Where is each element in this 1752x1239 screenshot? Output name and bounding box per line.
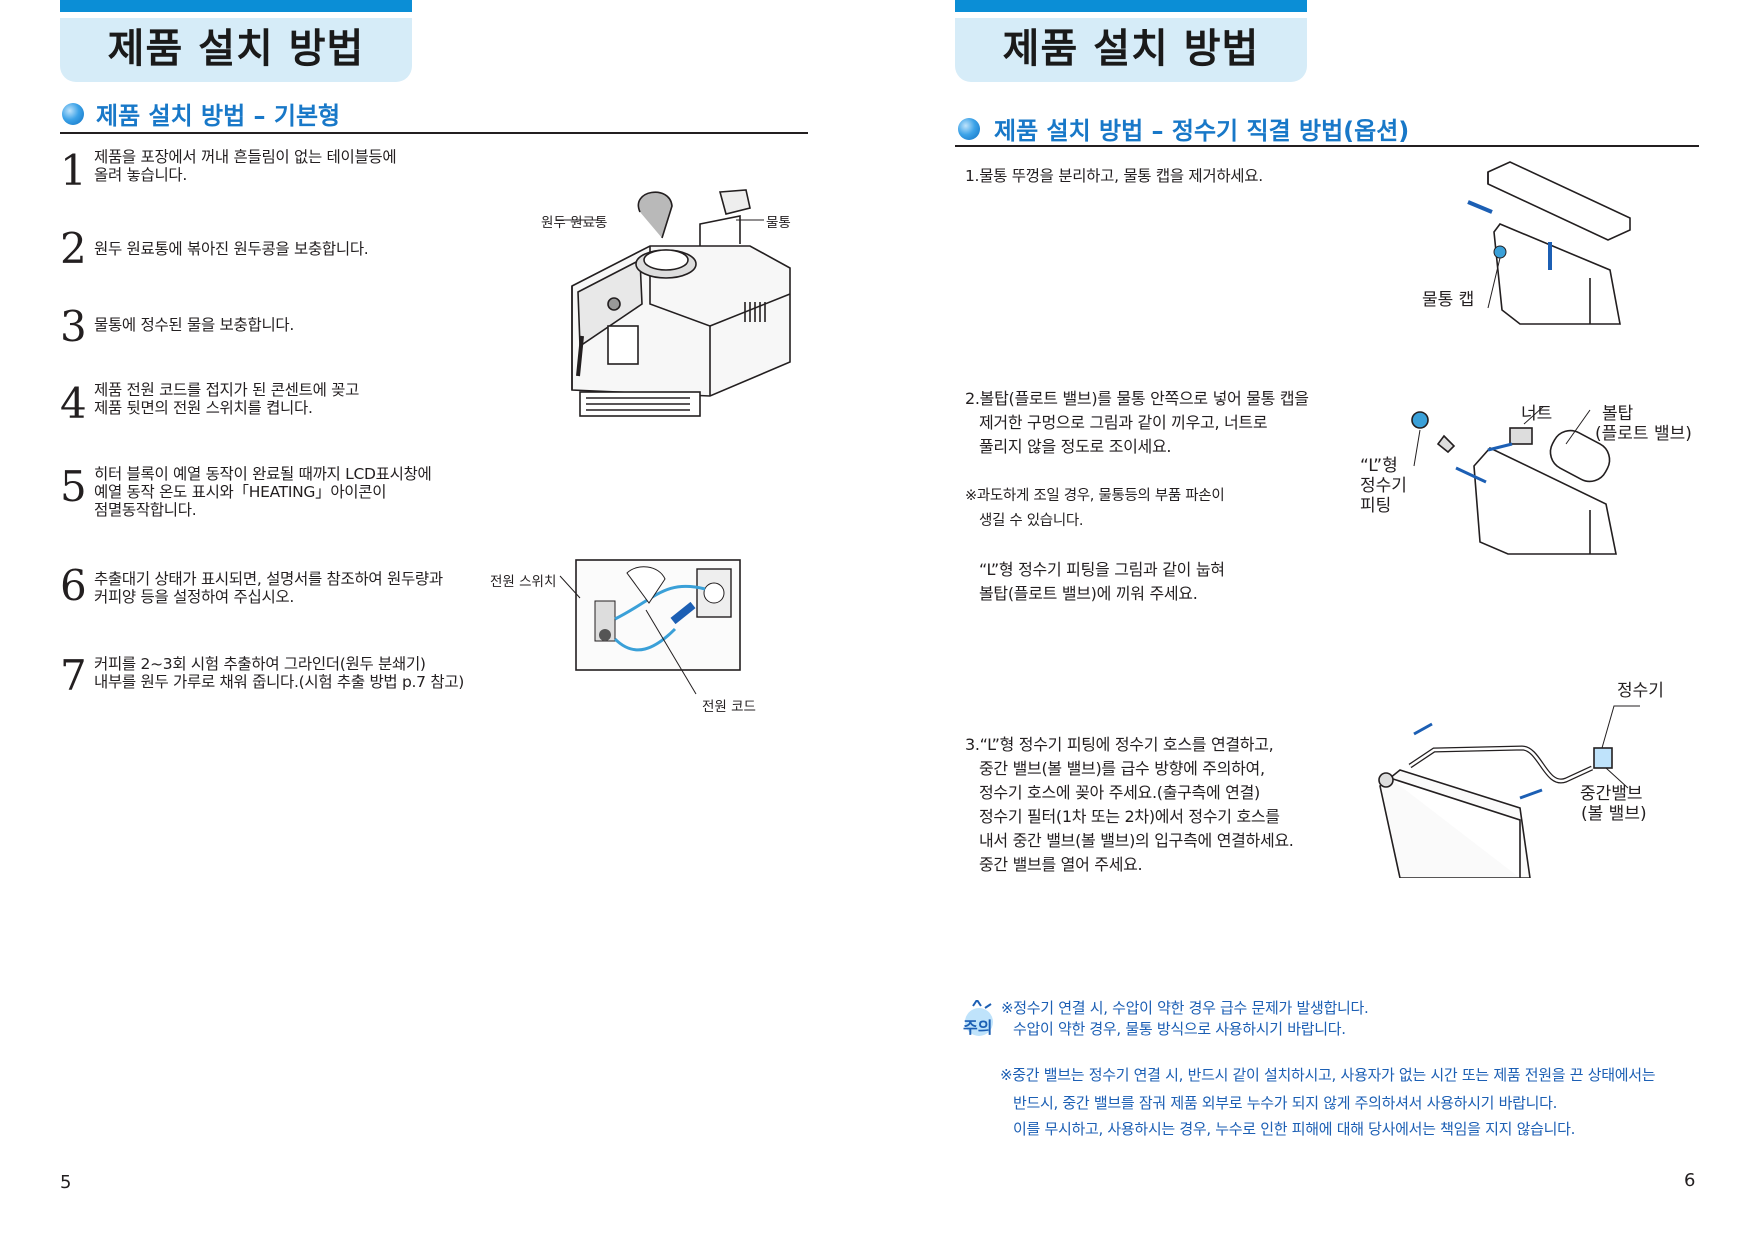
right-section-heading: 제품 설치 방법 – 정수기 직결 방법(옵션) <box>994 117 1410 145</box>
step-text: 커피를 2~3회 시험 추출하여 그라인더(원두 분쇄기) <box>94 655 426 673</box>
left-section-rule <box>60 132 808 134</box>
bean-hopper-label: 원두 원료통 <box>541 215 608 231</box>
step-text: 풀리지 않을 정도로 조이세요. <box>979 437 1172 456</box>
bullet-icon <box>62 103 84 125</box>
power-switch-illustration <box>575 559 741 671</box>
step-text: “L”형 정수기 피팅을 그림과 같이 눕혀 <box>979 560 1225 579</box>
nut-label: 너트 <box>1521 404 1553 424</box>
left-section-heading: 제품 설치 방법 – 기본형 <box>96 102 341 130</box>
page-number-right: 6 <box>1684 1170 1696 1191</box>
label-line: 정수기 <box>1360 476 1407 496</box>
caution-text: 수압이 약한 경우, 물통 방식으로 사용하시기 바랍니다. <box>1013 1020 1346 1038</box>
label-line: 볼탑 <box>1602 404 1634 424</box>
page-number-left: 5 <box>60 1172 72 1193</box>
left-page-title: 제품 설치 방법 <box>60 18 412 82</box>
label-line: 피팅 <box>1360 496 1392 516</box>
note-text: ※과도하게 조일 경우, 물통등의 부품 파손이 <box>965 488 1225 504</box>
step-text: 제품을 포장에서 꺼내 흔들림이 없는 테이블등에 <box>94 148 397 166</box>
step-number: 7 <box>60 651 87 700</box>
step-text: 원두 원료통에 볶아진 원두콩을 보충합니다. <box>94 240 369 258</box>
power-switch-label: 전원 스위치 <box>490 574 557 590</box>
label-line: (플로트 밸브) <box>1595 424 1692 444</box>
right-section-rule <box>955 145 1699 147</box>
note-text: 생길 수 있습니다. <box>979 513 1084 529</box>
power-cord-label: 전원 코드 <box>702 699 756 715</box>
step-text: 물통에 정수된 물을 보충합니다. <box>94 316 294 334</box>
water-tank-label: 물통 <box>766 215 791 231</box>
step-text: 중간 밸브를 열어 주세요. <box>979 855 1143 874</box>
step-text: 내서 중간 밸브(볼 밸브)의 입구측에 연결하세요. <box>979 831 1294 850</box>
step-text: 예열 동작 온도 표시와「HEATING」아이콘이 <box>94 483 387 501</box>
notice-text: 반드시, 중간 밸브를 잠궈 제품 외부로 누수가 되지 않게 주의하셔서 사용… <box>1013 1094 1558 1112</box>
caution-badge-text: 주의 <box>963 1018 993 1037</box>
caution-icon: 주의 <box>957 998 1001 1038</box>
step-text: 점멸동작합니다. <box>94 501 197 519</box>
purifier-label: 정수기 <box>1617 681 1664 701</box>
purifier-connection-illustration <box>1378 705 1640 878</box>
notice-text: 이를 무시하고, 사용하시는 경우, 누수로 인한 피해에 대해 당사에서는 책… <box>1013 1120 1576 1138</box>
step-number: 6 <box>60 561 87 610</box>
step-text: 추출대기 상태가 표시되면, 설명서를 참조하여 원두량과 <box>94 570 443 588</box>
bullet-icon <box>958 118 980 140</box>
step-text: 제품 전원 코드를 접지가 된 콘센트에 꽂고 <box>94 381 360 399</box>
step-text: 히터 블록이 예열 동작이 완료될 때까지 LCD표시창에 <box>94 465 432 483</box>
step-text: 정수기 필터(1차 또는 2차)에서 정수기 호스를 <box>979 807 1280 826</box>
step-number: 1 <box>60 146 87 195</box>
step-number: 3 <box>60 302 87 351</box>
step-text: 정수기 호스에 꽂아 주세요.(출구측에 연결) <box>979 783 1260 802</box>
step-number: 5 <box>60 462 87 511</box>
step-number: 4 <box>60 379 87 428</box>
step-number: 2 <box>60 224 87 273</box>
step-text: 3.“L”형 정수기 피팅에 정수기 호스를 연결하고, <box>965 735 1274 754</box>
coffee-machine-illustration <box>556 189 791 417</box>
step-text: 내부를 원두 가루로 채워 줍니다.(시험 추출 방법 p.7 참고) <box>94 673 465 691</box>
step-text: 2.볼탑(플로트 밸브)를 물통 안쪽으로 넣어 물통 캡을 <box>965 389 1309 408</box>
label-line: “L”형 <box>1360 456 1398 476</box>
step-text: 중간 밸브(볼 밸브)를 급수 방향에 주의하여, <box>979 759 1265 778</box>
step-text: 제품 뒷면의 전원 스위치를 켭니다. <box>94 399 313 417</box>
label-line: (볼 밸브) <box>1581 804 1647 824</box>
label-line: 중간밸브 <box>1580 784 1643 804</box>
tank-lid-illustration <box>1467 161 1631 325</box>
right-step-1: 1.물통 뚜껑을 분리하고, 물통 캡을 제거하세요. <box>965 167 1263 185</box>
caution-text: ※정수기 연결 시, 수압이 약한 경우 급수 문제가 발생합니다. <box>1001 999 1369 1017</box>
ball-tap-illustration <box>1411 406 1617 555</box>
power-leader-lines <box>559 575 697 695</box>
tank-cap-label: 물통 캡 <box>1422 290 1475 310</box>
right-header-bar <box>955 0 1307 12</box>
step-text: 커피양 등을 설정하여 주십시오. <box>94 588 294 606</box>
step-text: 제거한 구멍으로 그림과 같이 끼우고, 너트로 <box>979 413 1268 432</box>
left-header-bar <box>60 0 412 12</box>
notice-text: ※중간 밸브는 정수기 연결 시, 반드시 같이 설치하시고, 사용자가 없는 … <box>1000 1066 1656 1084</box>
step-text: 올려 놓습니다. <box>94 166 188 184</box>
step-text: 볼탑(플로트 밸브)에 끼워 주세요. <box>979 584 1198 603</box>
right-page-title: 제품 설치 방법 <box>955 18 1307 82</box>
